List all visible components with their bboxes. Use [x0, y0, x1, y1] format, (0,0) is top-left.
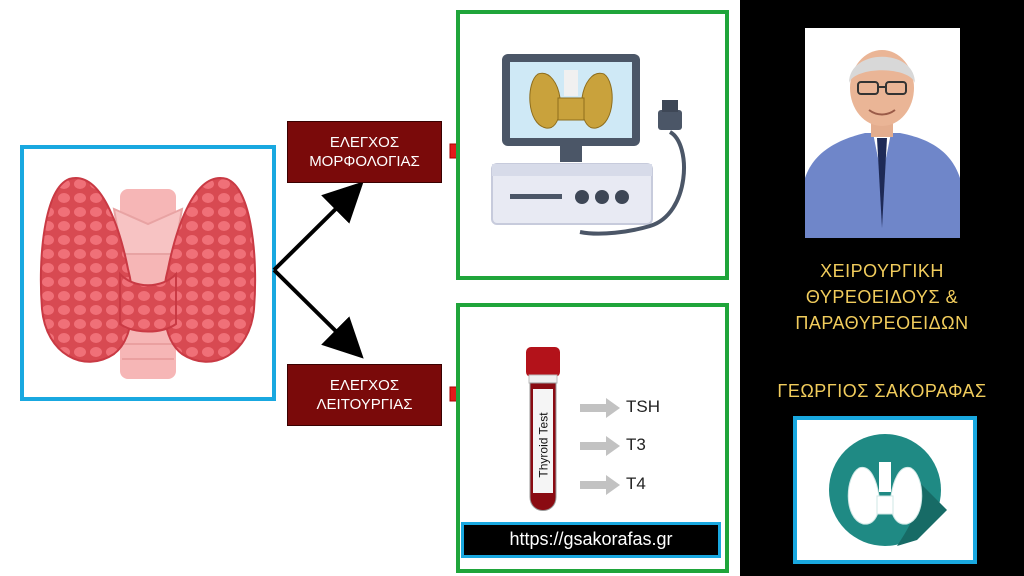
grey-arrow-icon: [580, 398, 620, 418]
grey-arrow-icon: [580, 436, 620, 456]
author-name: ΓΕΩΡΓΙΟΣ ΣΑΚΟΡΑΦΑΣ: [777, 381, 987, 401]
diagram-panel: ΕΛΕΓΧΟΣ ΜΟΡΦΟΛΟΓΙΑΣ ΕΛΕΓΧΟΣ ΛΕΙΤΟΥΡΓΙΑΣ: [0, 0, 740, 576]
blood-test-tube-icon: [526, 347, 560, 511]
morphology-check-label: ΕΛΕΓΧΟΣ ΜΟΡΦΟΛΟΓΙΑΣ: [287, 121, 442, 183]
thyroid-image-frame: [20, 145, 276, 401]
thyroid-gland-icon: [39, 177, 257, 379]
function-label-line-1: ΕΛΕΓΧΟΣ: [329, 377, 400, 394]
surgery-title: ΧΕΙΡΟΥΡΓΙΚΗ ΘΥΡΕΟΕΙΔΟΥΣ & ΠΑΡΑΘΥΡΕΟΕΙΔΩΝ: [740, 258, 1024, 336]
test-t3: T3: [626, 435, 646, 454]
ultrasound-frame: [456, 10, 729, 280]
author-panel: ΧΕΙΡΟΥΡΓΙΚΗ ΘΥΡΕΟΕΙΔΟΥΣ & ΠΑΡΑΘΥΡΕΟΕΙΔΩΝ…: [740, 0, 1024, 576]
title-line-2: ΘΥΡΕΟΕΙΔΟΥΣ &: [805, 287, 959, 307]
test-t4: T4: [626, 474, 646, 493]
function-check-label: ΕΛΕΓΧΟΣ ΛΕΙΤΟΥΡΓΙΑΣ: [287, 364, 442, 426]
tube-label-text: Thyroid Test: [537, 412, 552, 478]
title-line-3: ΠΑΡΑΘΥΡΕΟΕΙΔΩΝ: [795, 313, 969, 333]
ultrasound-machine-icon: [491, 54, 686, 236]
tube-label: Thyroid Test: [524, 393, 564, 497]
grey-arrow-icon: [580, 475, 620, 495]
doctor-portrait-photo: [805, 28, 960, 238]
morphology-label-line-1: ΕΛΕΓΧΟΣ: [329, 134, 400, 151]
website-url[interactable]: https://gsakorafas.gr: [461, 522, 721, 558]
morphology-label-line-2: ΜΟΡΦΟΛΟΓΙΑΣ: [309, 153, 420, 170]
function-label-line-2: ΛΕΙΤΟΥΡΓΙΑΣ: [316, 396, 413, 413]
title-line-1: ΧΕΙΡΟΥΡΓΙΚΗ: [820, 261, 944, 281]
branch-arrows: [272, 181, 364, 359]
test-tsh: TSH: [626, 397, 660, 416]
logo-frame: [793, 416, 977, 564]
thyroid-logo-icon: [829, 434, 947, 546]
